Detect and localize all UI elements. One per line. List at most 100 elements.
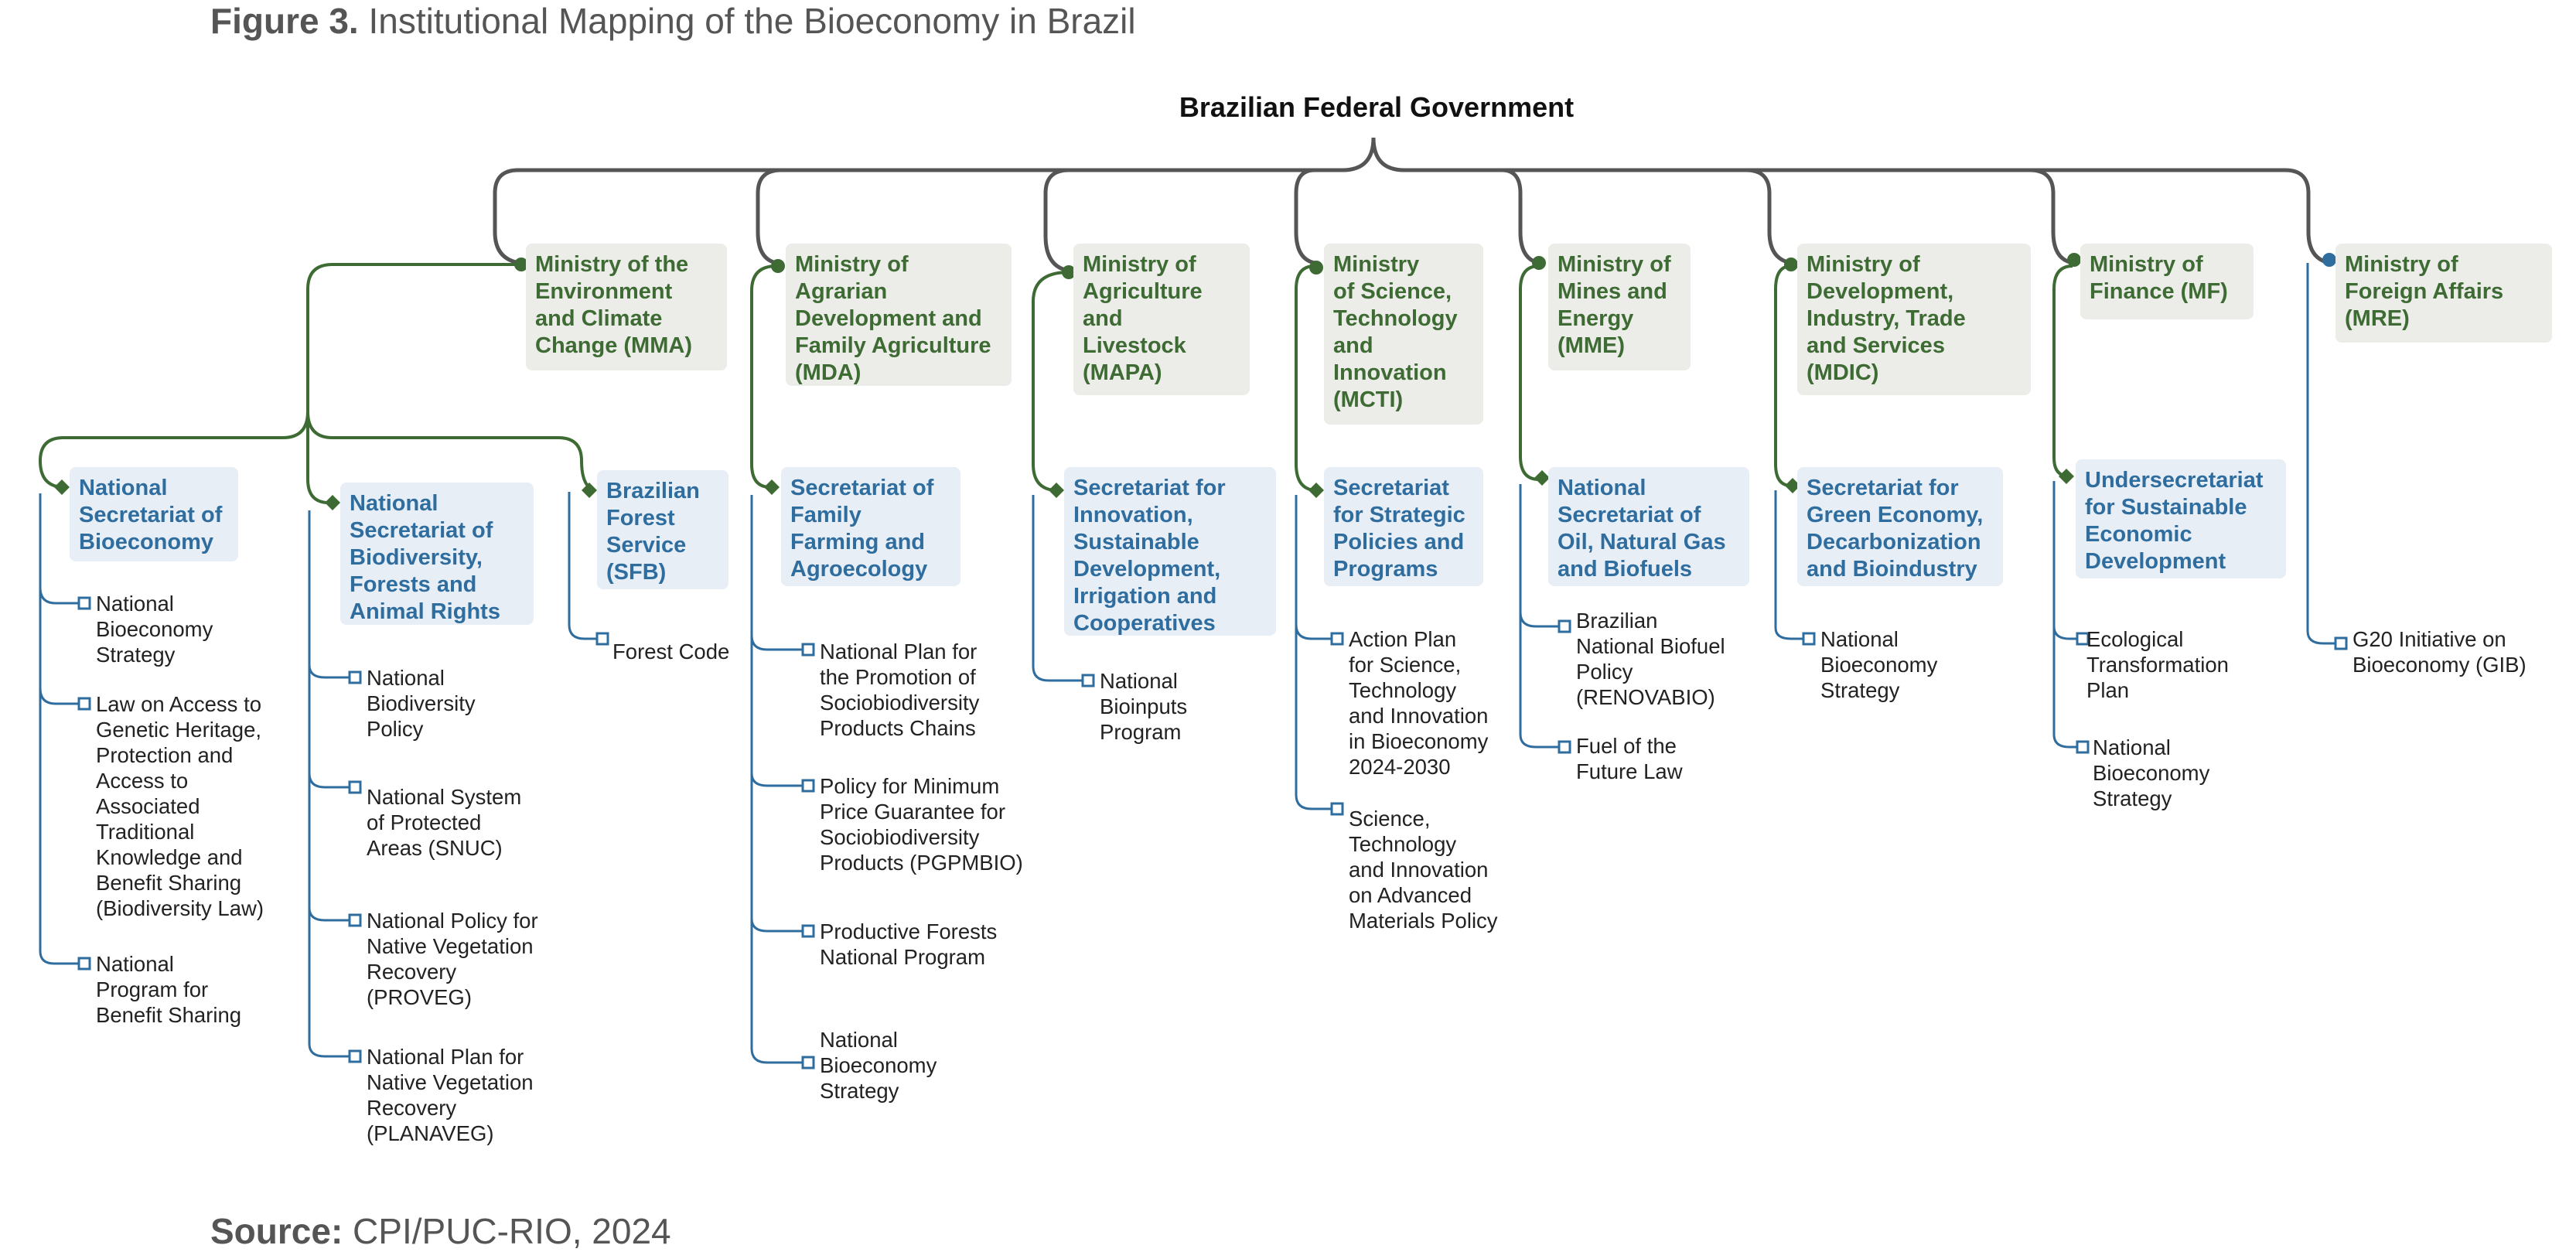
policy-line: Policy bbox=[1576, 660, 1633, 684]
ministry-line: (MAPA) bbox=[1083, 360, 1162, 385]
ministry-line: Ministry of bbox=[1807, 252, 1920, 277]
policy-line: Forest Code bbox=[612, 640, 730, 664]
ministry-line: Ministry of bbox=[1083, 252, 1196, 277]
policy-line: Ecological bbox=[2086, 627, 2184, 651]
secretariat-line: Family bbox=[790, 503, 862, 527]
policy-line: National Policy for bbox=[367, 909, 538, 933]
ministry-line: Family Agriculture bbox=[795, 333, 991, 358]
secretariat-line: Bioeconomy bbox=[79, 530, 214, 554]
policy-line: Science, bbox=[1349, 807, 1431, 831]
secretariat-line: Programs bbox=[1333, 557, 1438, 582]
secretariat-line: National bbox=[1558, 476, 1646, 500]
ministry-line: Agriculture bbox=[1083, 279, 1203, 304]
policy-line: Program bbox=[1100, 720, 1182, 744]
secretariat-line: Innovation, bbox=[1073, 503, 1193, 527]
policy-line: Fuel of the bbox=[1576, 734, 1677, 758]
ministry-line: Livestock bbox=[1083, 333, 1186, 358]
secretariat-line: Secretariat of bbox=[79, 503, 223, 527]
policy-line: Recovery bbox=[367, 960, 457, 984]
policy-line: National bbox=[1100, 669, 1178, 693]
figure-label: Figure 3. bbox=[210, 1, 359, 41]
policy-line: Recovery bbox=[367, 1096, 457, 1120]
policy-line: National Biofuel bbox=[1576, 634, 1725, 658]
ministry-line: Ministry of the bbox=[535, 252, 689, 277]
policy-line: Benefit Sharing bbox=[96, 871, 242, 895]
ministry-line: Agrarian bbox=[795, 279, 888, 304]
source-note: Source: CPI/PUC-RIO, 2024 bbox=[210, 1210, 671, 1252]
ministry-line: Innovation bbox=[1333, 360, 1447, 385]
source-text: CPI/PUC-RIO, 2024 bbox=[353, 1211, 671, 1251]
secretariat-line: National bbox=[350, 491, 438, 516]
policy-line: Strategy bbox=[820, 1079, 899, 1103]
ministry-line: Ministry of bbox=[1558, 252, 1671, 277]
policy-line: Policy for Minimum bbox=[820, 774, 1000, 798]
policy-line: National bbox=[820, 1028, 898, 1052]
policy-line: Future Law bbox=[1576, 759, 1683, 783]
secretariat-line: Secretariat bbox=[1333, 476, 1449, 500]
root-node: Brazilian Federal Government bbox=[1179, 91, 1575, 123]
ministry-line: Ministry of bbox=[795, 252, 909, 277]
secretariat-line: Brazilian bbox=[606, 479, 700, 503]
policy-line: Technology bbox=[1349, 678, 1457, 702]
policy-line: G20 Initiative on bbox=[2353, 627, 2506, 651]
policy-line: of Protected bbox=[367, 810, 482, 834]
ministry-line: (MRE) bbox=[2345, 306, 2410, 331]
policy-line: Plan bbox=[2086, 678, 2130, 702]
ministry-line: Change (MMA) bbox=[535, 333, 692, 358]
policy-line: National bbox=[367, 666, 445, 690]
policy-line: and Innovation bbox=[1349, 704, 1489, 728]
policy-line: Products (PGPMBIO) bbox=[820, 851, 1023, 875]
ministry-line: (MCTI) bbox=[1333, 387, 1404, 412]
ministry-line: (MDIC) bbox=[1807, 360, 1879, 385]
policy-line: Benefit Sharing bbox=[96, 1003, 242, 1027]
secretariat-line: Secretariat of bbox=[1558, 503, 1701, 527]
policy-line: National bbox=[96, 952, 174, 976]
ministry-line: Ministry bbox=[1333, 252, 1420, 277]
ministry-line: Mines and bbox=[1558, 279, 1667, 304]
policy-line: National bbox=[2093, 735, 2171, 759]
policy-line: Bioeconomy bbox=[820, 1053, 937, 1077]
ministry-line: Technology bbox=[1333, 306, 1458, 331]
secretariat-line: Service bbox=[606, 533, 687, 558]
ministry-line: and Climate bbox=[535, 306, 663, 331]
secretariat-line: Irrigation and bbox=[1073, 584, 1217, 609]
policy-line: Knowledge and bbox=[96, 845, 243, 869]
secretariat-line: and Biofuels bbox=[1558, 557, 1693, 582]
ministry-line: Energy bbox=[1558, 306, 1634, 331]
policy-line: Technology bbox=[1349, 832, 1457, 856]
secretariat-line: Green Economy, bbox=[1807, 503, 1984, 527]
policy-line: in Bioeconomy bbox=[1349, 729, 1489, 753]
secretariat-line: Cooperatives bbox=[1073, 611, 1216, 636]
ministry-line: Industry, Trade bbox=[1807, 306, 1966, 331]
secretariat-line: and Bioindustry bbox=[1807, 557, 1977, 582]
secretariat-line: (SFB) bbox=[606, 560, 667, 585]
policy-line: Bioinputs bbox=[1100, 694, 1188, 718]
policy-line: Associated bbox=[96, 794, 200, 818]
policy-line: Productive Forests bbox=[820, 919, 998, 943]
secretariat-line: Oil, Natural Gas bbox=[1558, 530, 1726, 554]
policy-line: Bioeconomy bbox=[96, 617, 213, 641]
policy-line: Price Guarantee for bbox=[820, 800, 1005, 824]
policy-line: Bioeconomy bbox=[1820, 653, 1938, 677]
ministry-line: Environment bbox=[535, 279, 673, 304]
policy-line: Materials Policy bbox=[1349, 909, 1498, 933]
policy-line: National Program bbox=[820, 945, 985, 969]
figure-caption: Figure 3. Institutional Mapping of the B… bbox=[210, 0, 1136, 42]
secretariat-line: Economic bbox=[2085, 522, 2192, 547]
policy-line: Sociobiodiversity bbox=[820, 691, 980, 715]
policy-line: Bioeconomy bbox=[2093, 761, 2210, 785]
